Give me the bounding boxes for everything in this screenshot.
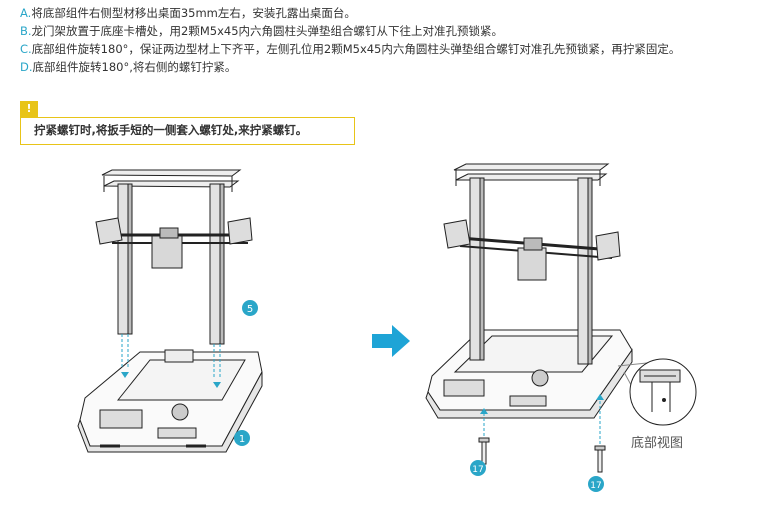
- callout-screw-left: 17: [470, 460, 486, 476]
- step-d-text: 底部组件旋转180°,将右侧的螺钉拧紧。: [32, 60, 237, 74]
- warning-box: [20, 117, 355, 145]
- step-d: D.底部组件旋转180°,将右侧的螺钉拧紧。: [20, 58, 760, 76]
- callout-screw-right: 17: [588, 476, 604, 492]
- left-guides: [121, 334, 221, 388]
- left-gantry: [95, 169, 253, 345]
- step-c: C.底部组件旋转180°，保证两边型材上下齐平，左侧孔位用2颗M5x45内六角圆…: [20, 40, 760, 58]
- screw-right-icon: [594, 445, 606, 451]
- instruction-steps: A.将底部组件右侧型材移出桌面35mm左右，安装孔露出桌面台。 B.龙门架放置于…: [20, 4, 760, 76]
- svg-text:17: 17: [590, 481, 601, 491]
- step-d-letter: D.: [20, 60, 33, 74]
- step-a-letter: A.: [20, 6, 32, 20]
- bottom-view-caption: 底部视图: [631, 436, 684, 451]
- callout-base: 1: [234, 430, 250, 446]
- next-step-arrow-icon: [372, 325, 410, 357]
- step-c-text: 底部组件旋转180°，保证两边型材上下齐平，左侧孔位用2颗M5x45内六角圆柱头…: [31, 42, 681, 56]
- step-c-letter: C.: [20, 42, 32, 56]
- svg-text:1: 1: [239, 434, 245, 445]
- bottom-view-magnifier: [617, 358, 697, 426]
- step-b: B.龙门架放置于底座卡槽处，用2颗M5x45内六角圆柱头弹垫组合螺钉从下往上对准…: [20, 22, 760, 40]
- right-screws: [478, 394, 606, 473]
- warning-note: ! 拧紧螺钉时,将扳手短的一侧套入螺钉处,来拧紧螺钉。: [20, 101, 357, 145]
- warning-text: 拧紧螺钉时,将扳手短的一侧套入螺钉处,来拧紧螺钉。: [34, 123, 308, 137]
- svg-text:5: 5: [247, 304, 253, 315]
- step-b-letter: B.: [20, 24, 32, 38]
- callout-gantry: 5: [242, 300, 258, 316]
- step-a-text: 将底部组件右侧型材移出桌面35mm左右，安装孔露出桌面台。: [31, 6, 356, 20]
- warning-triangle-icon: !: [20, 101, 38, 117]
- screw-left-icon: [478, 437, 490, 443]
- svg-text:17: 17: [472, 465, 483, 475]
- step-a: A.将底部组件右侧型材移出桌面35mm左右，安装孔露出桌面台。: [20, 4, 760, 22]
- step-b-text: 龙门架放置于底座卡槽处，用2颗M5x45内六角圆柱头弹垫组合螺钉从下往上对准孔预…: [31, 24, 504, 38]
- right-assembled-printer: [425, 163, 633, 419]
